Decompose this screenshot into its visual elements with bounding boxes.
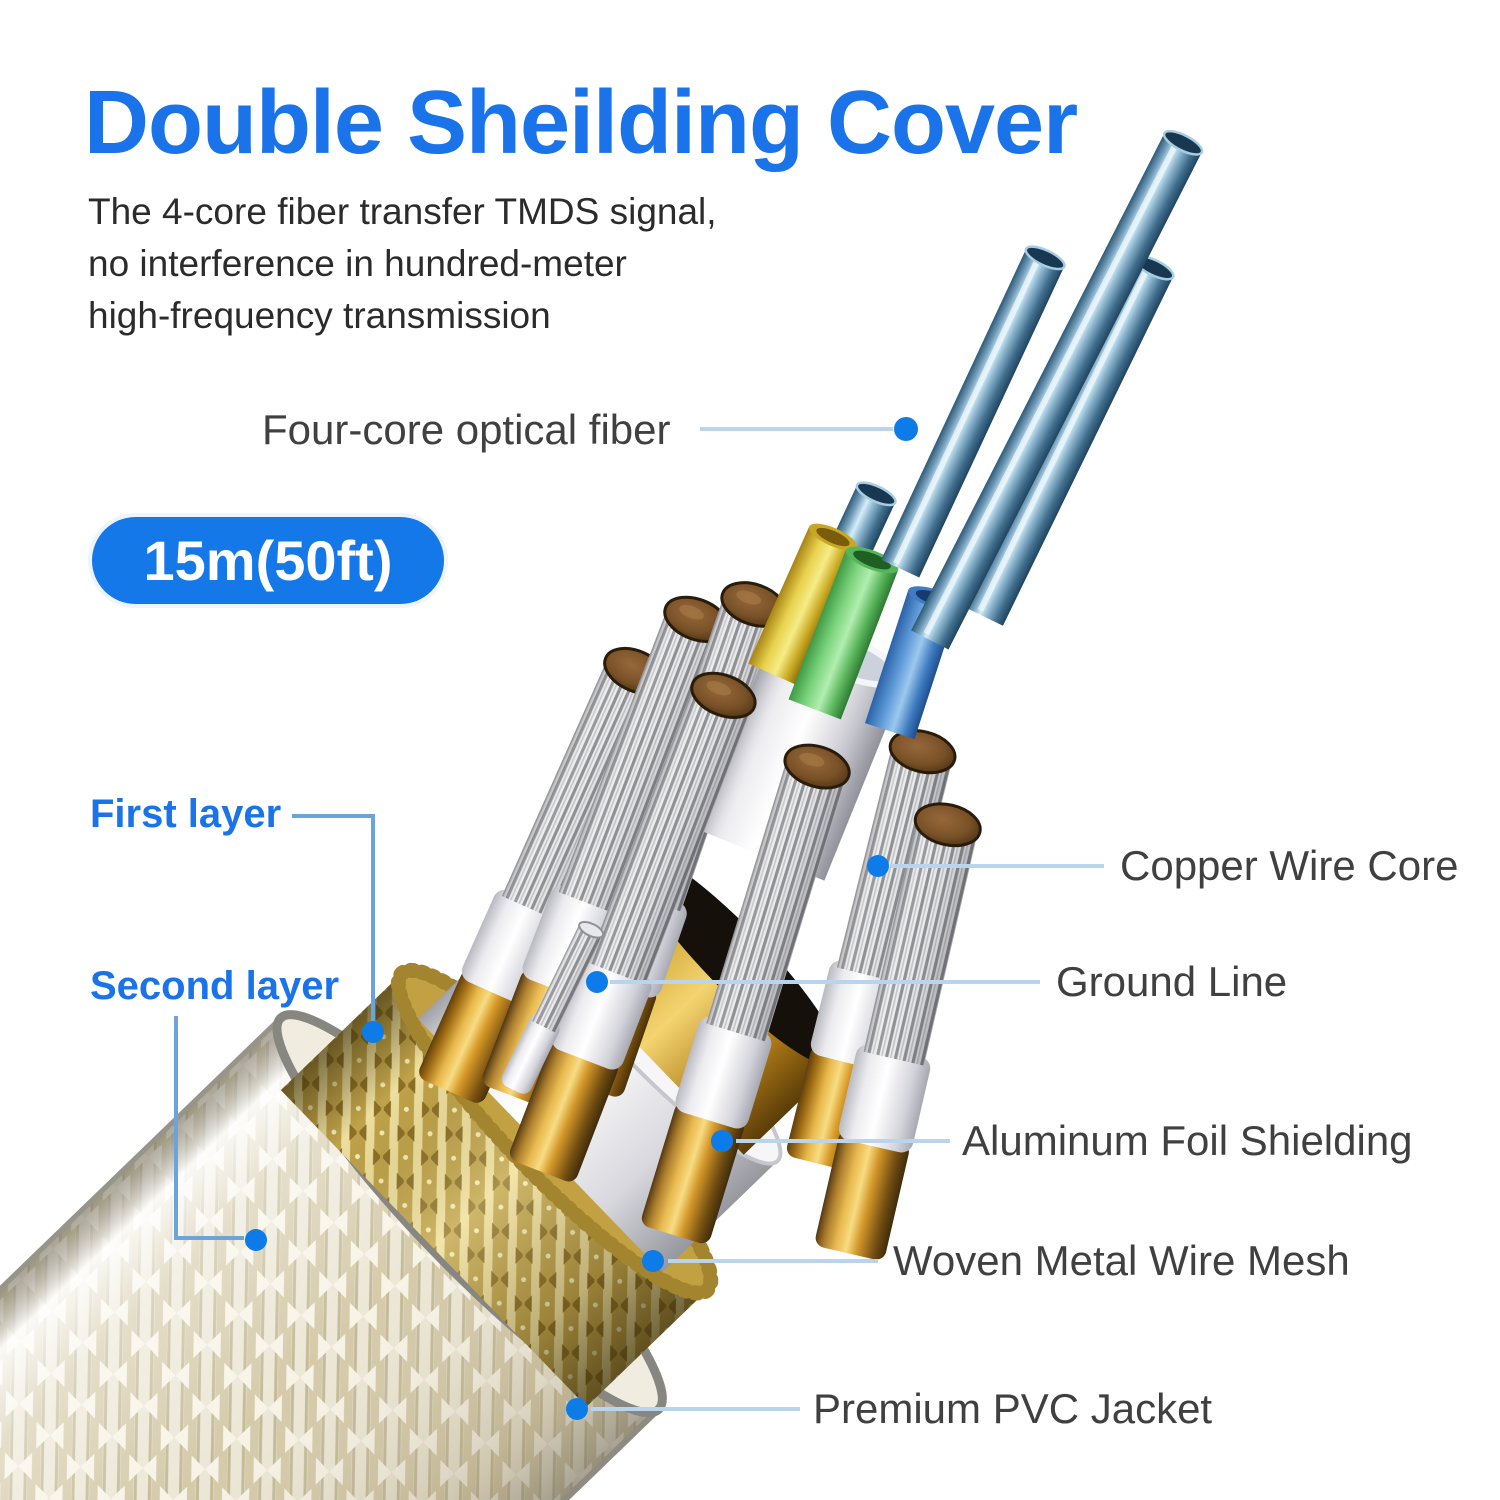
copper-wire — [815, 802, 982, 1260]
pointer-dot-premium — [566, 1398, 588, 1420]
tube-yellow — [748, 523, 858, 685]
subtitle-line-3: high-frequency transmission — [88, 295, 551, 336]
leader-line-second-layer — [174, 1016, 244, 1240]
tube-green — [788, 546, 899, 720]
subtitle: The 4-core fiber transfer TMDS signal, n… — [88, 186, 717, 342]
optical-fiber — [965, 255, 1175, 626]
callout-woven-mesh: Woven Metal Wire Mesh — [893, 1237, 1350, 1284]
callout-first-layer: First layer — [90, 792, 282, 836]
copper-wire — [641, 743, 851, 1244]
callout-copper-wire-core: Copper Wire Core — [1120, 842, 1459, 889]
callout-four-core-fiber: Four-core optical fiber — [262, 406, 671, 453]
optical-fiber — [881, 245, 1066, 578]
length-badge-label: 15m(50ft) — [143, 529, 393, 592]
subtitle-line-1: The 4-core fiber transfer TMDS signal, — [88, 191, 717, 232]
copper-wire-front-row — [501, 671, 982, 1260]
pointer-dot-woven — [642, 1250, 664, 1272]
ground-wire — [501, 920, 605, 1094]
pointer-dot-ground — [586, 971, 608, 993]
pointer-dot-aluminum — [711, 1130, 733, 1152]
pointer-dot-copper — [867, 855, 889, 877]
callout-second-layer: Second layer — [90, 964, 340, 1008]
pointer-dot-first-layer — [362, 1021, 384, 1043]
callout-ground-line: Ground Line — [1056, 958, 1288, 1005]
leader-lines — [174, 417, 1104, 1420]
callout-premium-pvc: Premium PVC Jacket — [813, 1385, 1213, 1432]
pointer-dot-four-core — [894, 417, 918, 441]
length-badge: 15m(50ft) — [92, 517, 444, 604]
copper-wire — [509, 671, 757, 1182]
pointer-dot-second-layer — [245, 1229, 267, 1251]
page-title: Double Sheilding Cover — [84, 73, 1078, 173]
optical-fiber — [911, 129, 1204, 650]
callout-aluminum-foil: Aluminum Foil Shielding — [962, 1117, 1413, 1164]
subtitle-line-2: no interference in hundred-meter — [88, 243, 627, 284]
leader-line-first-layer — [292, 814, 375, 1026]
